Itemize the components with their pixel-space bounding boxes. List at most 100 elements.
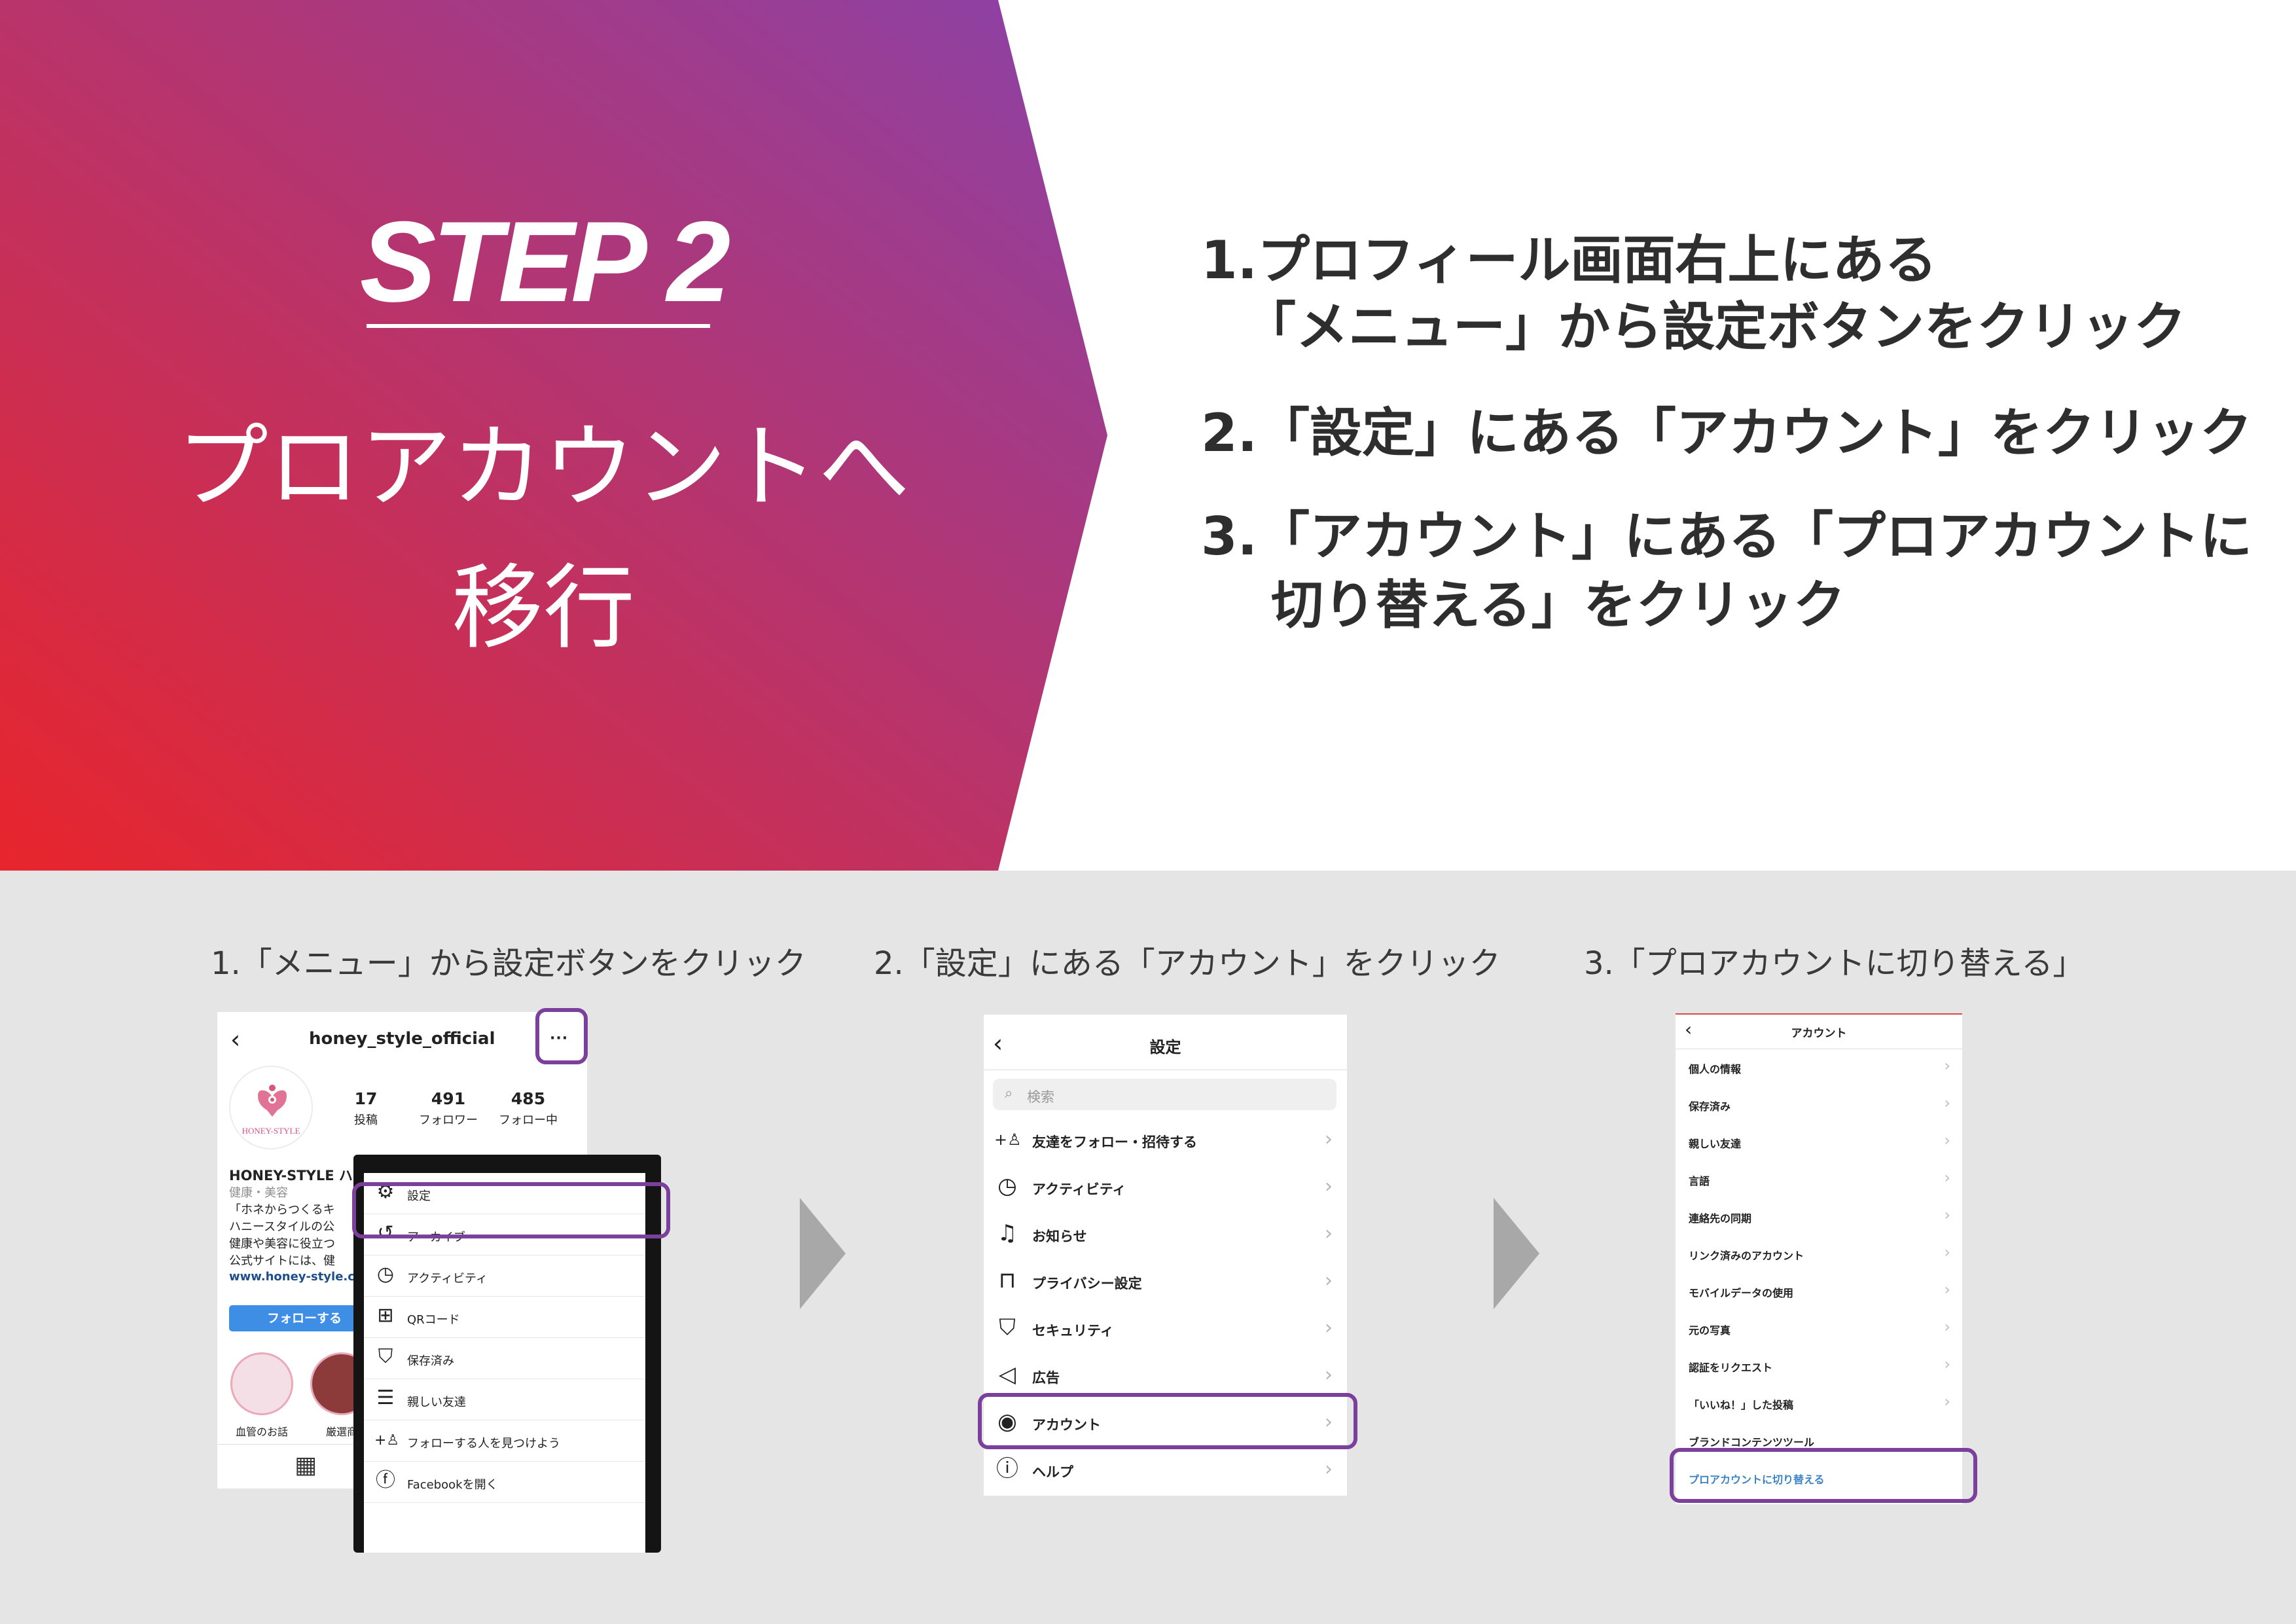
chevron-right-icon: › — [1944, 1243, 1950, 1261]
account-screen: ‹ アカウント 個人の情報 › 保存済み › 親しい友達 › 言語 › 連絡先の… — [1676, 1013, 1962, 1504]
activity-icon: ◷ — [376, 1263, 395, 1286]
menu-item-activity[interactable]: ◷ アクティビティ — [364, 1255, 645, 1297]
menu-item-saved[interactable]: ⛉ 保存済み — [364, 1338, 645, 1379]
megaphone-icon: ◁ — [998, 1362, 1016, 1388]
settings-item-security[interactable]: ⛉ セキュリティ › — [984, 1305, 1347, 1352]
profile-name: HONEY-STYLE ハ — [229, 1168, 353, 1183]
story-highlight-label: 血管のお話 — [235, 1426, 288, 1438]
account-item-linked-accounts[interactable]: リンク済みのアカウント › — [1676, 1235, 1962, 1272]
step-title-underline — [367, 324, 710, 328]
settings-item-follow-invite[interactable]: +♙ 友達をフォロー・招待する › — [984, 1116, 1347, 1163]
settings-item-account[interactable]: ◉ アカウント › — [984, 1399, 1347, 1446]
profile-category: 健康・美容 — [229, 1186, 288, 1200]
shield-icon: ⛉ — [999, 1314, 1016, 1341]
search-placeholder: 検索 — [1027, 1089, 1054, 1105]
account-item-close-friends[interactable]: 親しい友達 › — [1676, 1123, 1962, 1161]
grid-icon[interactable]: ▦ — [295, 1452, 317, 1479]
stat-posts[interactable]: 17 投稿 — [330, 1089, 402, 1128]
facebook-icon: ⓕ — [376, 1469, 395, 1492]
menu-item-qr-code[interactable]: ⊞ QRコード — [364, 1297, 645, 1338]
chevron-right-icon: › — [1325, 1222, 1333, 1245]
help-icon: ⓘ — [996, 1456, 1018, 1482]
next-step-arrow-icon — [800, 1198, 846, 1309]
chevron-right-icon: › — [1944, 1131, 1950, 1149]
account-item-personal-info[interactable]: 個人の情報 › — [1676, 1049, 1962, 1086]
instruction-3: 3.「アカウント」にある「プロアカウントに — [1201, 511, 2252, 563]
settings-item-notifications[interactable]: ♫ お知らせ › — [984, 1210, 1347, 1257]
menu-item-label: フォローする人を見つけよう — [407, 1437, 560, 1451]
account-item-original-photos[interactable]: 元の写真 › — [1676, 1310, 1962, 1347]
account-item-label: ブランドコンテンツツール — [1689, 1436, 1815, 1449]
stat-label: フォロー中 — [499, 1113, 558, 1127]
caption-step-2: 2.「設定」にある「アカウント」をクリック — [874, 945, 1501, 982]
stat-number: 485 — [511, 1089, 546, 1108]
instruction-text: 「アカウント」にある「プロアカウントに — [1257, 506, 2253, 567]
bookmark-icon: ⛉ — [378, 1345, 393, 1368]
menu-item-discover-people[interactable]: +♙ フォローする人を見つけよう — [364, 1420, 645, 1462]
chevron-left-icon[interactable]: ‹ — [993, 1029, 1003, 1058]
stat-following[interactable]: 485 フォロー中 — [492, 1089, 564, 1128]
chevron-right-icon: › — [1944, 1094, 1950, 1112]
profile-bio-line: 公式サイトには、健 — [229, 1254, 335, 1268]
avatar-logo-text: HONEY-STYLE — [242, 1126, 300, 1136]
lock-icon: ⊓ — [998, 1267, 1016, 1293]
step-title: STEP 2 — [359, 198, 731, 326]
settings-item-ads[interactable]: ◁ 広告 › — [984, 1352, 1347, 1399]
bell-icon: ♫ — [997, 1220, 1018, 1246]
search-icon: ⌕ — [1005, 1085, 1013, 1102]
account-item-request-verification[interactable]: 認証をリクエスト › — [1676, 1347, 1962, 1384]
chevron-left-icon[interactable]: ‹ — [1685, 1019, 1693, 1040]
menu-item-close-friends[interactable]: ☰ 親しい友達 — [364, 1379, 645, 1420]
account-item-language[interactable]: 言語 › — [1676, 1161, 1962, 1198]
highlight-account-item — [978, 1393, 1357, 1449]
switch-account-label: プロアカウントに切り替える — [1689, 1473, 1825, 1486]
switch-to-professional-account-link[interactable]: プロアカウントに切り替える — [1676, 1459, 1962, 1496]
chevron-right-icon: › — [1944, 1056, 1950, 1075]
chevron-right-icon: › — [1325, 1128, 1333, 1151]
account-item-label: 親しい友達 — [1689, 1138, 1742, 1150]
profile-website-link[interactable]: www.honey-style.c — [229, 1270, 355, 1284]
stat-number: 17 — [354, 1089, 378, 1108]
stat-followers[interactable]: 491 フォロワー — [412, 1089, 484, 1128]
account-item-label: リンク済みのアカウント — [1689, 1250, 1804, 1262]
more-horizontal-icon[interactable]: ··· — [550, 1030, 569, 1047]
settings-screen: ‹ 設定 ⌕ 検索 +♙ 友達をフォロー・招待する › ◷ アクティビティ › … — [984, 1015, 1347, 1496]
settings-item-privacy[interactable]: ⊓ プライバシー設定 › — [984, 1257, 1347, 1305]
settings-search-input[interactable]: ⌕ 検索 — [993, 1079, 1336, 1110]
account-item-contacts-sync[interactable]: 連絡先の同期 › — [1676, 1198, 1962, 1235]
instruction-1: 1.プロフィール画面右上にある — [1201, 234, 1937, 287]
story-highlight[interactable] — [230, 1352, 293, 1415]
chevron-right-icon: › — [1944, 1206, 1950, 1224]
account-item-label: 言語 — [1689, 1175, 1710, 1187]
menu-item-label: 保存済み — [407, 1354, 454, 1368]
instruction-text: 「設定」にある「アカウント」をクリック — [1257, 403, 2253, 463]
chevron-right-icon: › — [1325, 1316, 1333, 1339]
settings-item-label: 友達をフォロー・招待する — [1032, 1134, 1197, 1150]
qr-code-icon: ⊞ — [377, 1304, 394, 1327]
instruction-number: 2. — [1201, 403, 1258, 463]
settings-item-help[interactable]: ⓘ ヘルプ › — [984, 1446, 1347, 1493]
banner-heading-line1: プロアカウントへ — [176, 414, 910, 521]
caption-step-3: 3.「プロアカウントに切り替える」 — [1584, 945, 2085, 982]
account-item-liked-posts[interactable]: 「いいね！」した投稿 › — [1676, 1384, 1962, 1422]
account-item-branded-content[interactable]: ブランドコンテンツツール — [1676, 1422, 1962, 1459]
account-title: アカウント — [1791, 1027, 1847, 1040]
activity-icon: ◷ — [997, 1173, 1017, 1199]
highlight-menu-button — [535, 1008, 588, 1064]
chevron-right-icon: › — [1325, 1363, 1333, 1386]
chevron-left-icon[interactable]: ‹ — [230, 1025, 241, 1054]
menu-item-label: アクティビティ — [407, 1272, 488, 1286]
chevron-right-icon: › — [1325, 1458, 1333, 1481]
profile-bio-line: 健康や美容に役立つ — [229, 1237, 335, 1251]
account-item-saved[interactable]: 保存済み › — [1676, 1086, 1962, 1123]
honey-style-logo-icon — [258, 1085, 287, 1117]
next-step-arrow-icon — [1494, 1198, 1539, 1309]
settings-item-label: アクティビティ — [1032, 1182, 1126, 1197]
menu-item-open-facebook[interactable]: ⓕ Facebookを開く — [364, 1462, 645, 1503]
settings-item-label: アカウント — [1032, 1417, 1101, 1433]
settings-item-activity[interactable]: ◷ アクティビティ › — [984, 1163, 1347, 1210]
chevron-right-icon: › — [1325, 1175, 1333, 1198]
account-item-mobile-data[interactable]: モバイルデータの使用 › — [1676, 1272, 1962, 1310]
avatar[interactable]: HONEY-STYLE — [229, 1066, 313, 1149]
instruction-number: 3. — [1201, 506, 1258, 567]
